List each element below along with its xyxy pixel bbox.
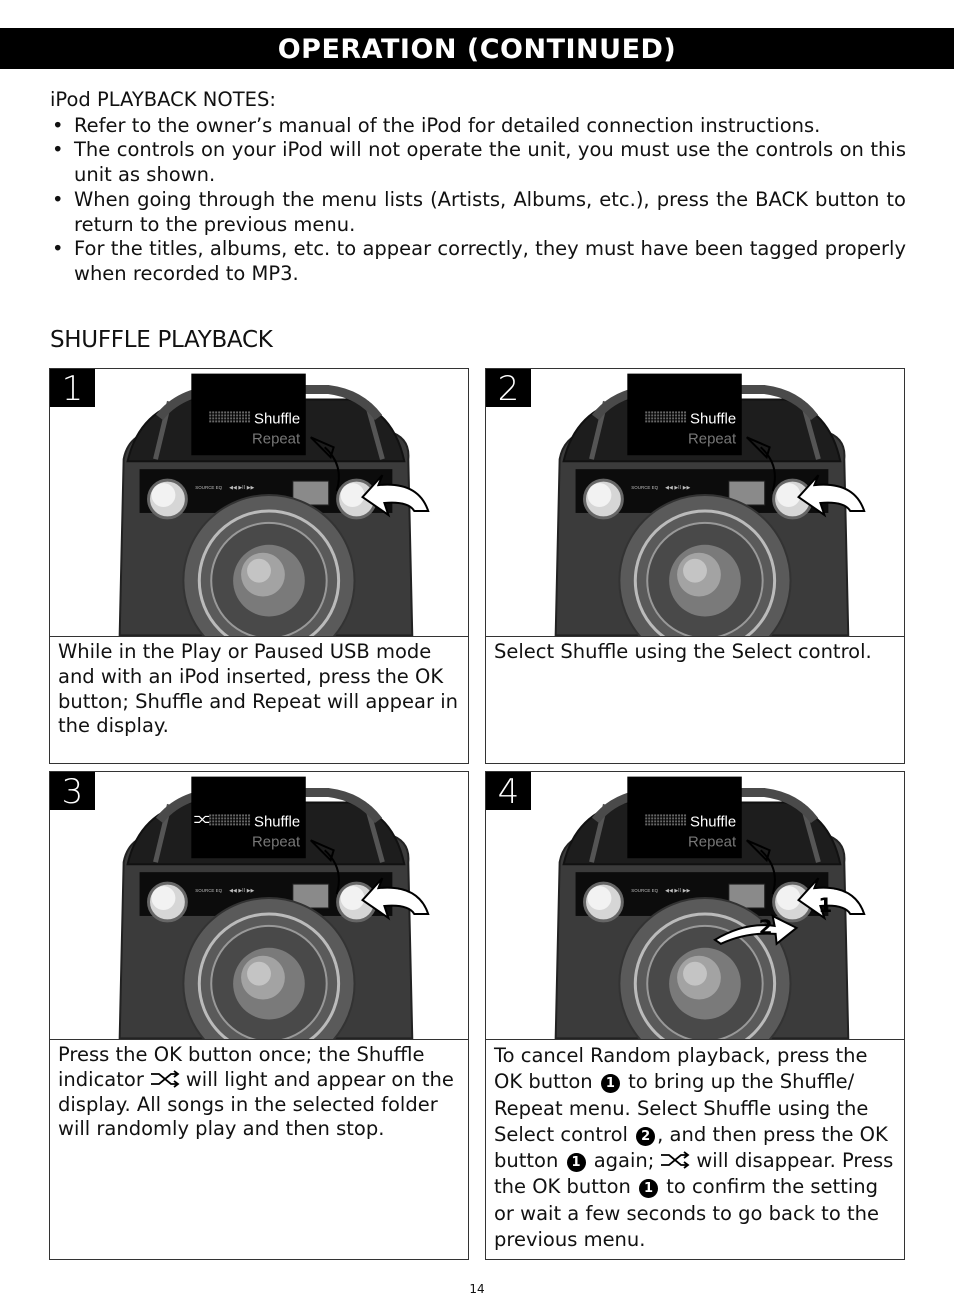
source-eq-label: SOURCE EQ	[631, 485, 658, 490]
shuffle-icon	[661, 1151, 690, 1169]
display-shuffle-text: Shuffle	[254, 410, 300, 427]
step-panel-3: 3 SOURCE EQ ◀◀ ▶II ▶▶ Shuffle Repeat	[49, 771, 469, 1260]
select-control-marker: 2	[636, 1126, 656, 1146]
display-repeat-text: Repeat	[688, 833, 737, 850]
step-panel-4: 4 SOURCE EQ ◀◀ ▶II ▶▶ Shuffle Repeat	[485, 771, 905, 1260]
list-item: For the titles, albums, etc. to appear c…	[50, 237, 906, 286]
svg-text:◀◀ ▶II ▶▶: ◀◀ ▶II ▶▶	[665, 485, 690, 491]
speaker-illustration: SOURCE EQ ◀◀ ▶II ▶▶ Shuffle Repeat	[118, 776, 430, 1039]
header-banner: OPERATION (CONTINUED)	[0, 28, 954, 69]
display-repeat-text: Repeat	[252, 833, 301, 850]
svg-text:◀◀ ▶II ▶▶: ◀◀ ▶II ▶▶	[665, 888, 690, 894]
caption-text: to bring up the Shuffle/ Repeat menu. Se…	[494, 1070, 869, 1146]
page-number: 14	[469, 1282, 485, 1296]
step-number: 1	[50, 369, 95, 409]
turn-arrow-icon	[797, 877, 866, 921]
list-item: The controls on your iPod will not opera…	[50, 138, 906, 187]
caption-text: To cancel Random playback, press the OK …	[494, 1044, 868, 1094]
notes-list: Refer to the owner’s manual of the iPod …	[50, 114, 906, 287]
step-panel-2: 2 SOURCE EQ ◀◀ ▶II ▶▶ Shuffle Repeat	[485, 368, 905, 764]
caption-text: will light and appear on the display. Al…	[58, 1067, 454, 1141]
svg-text:◀◀ ▶II ▶▶: ◀◀ ▶II ▶▶	[229, 888, 254, 894]
source-eq-label: SOURCE EQ	[631, 888, 658, 893]
turn-arrow-icon	[797, 474, 866, 518]
caption-text: Press the OK button once; the Shuffle in…	[58, 1043, 425, 1091]
step-illustration: SOURCE EQ ◀◀ ▶II ▶▶ Shuffle Repeat	[50, 772, 468, 1040]
turn-arrow-icon	[361, 474, 430, 518]
speaker-illustration: SOURCE EQ ◀◀ ▶II ▶▶ Shuffle Repeat	[554, 373, 866, 636]
section-title: SHUFFLE PLAYBACK	[50, 327, 273, 353]
step-caption: Press the OK button once; the Shuffle in…	[58, 1043, 460, 1142]
source-eq-label: SOURCE EQ	[195, 888, 222, 893]
step-illustration: SOURCE EQ ◀◀ ▶II ▶▶ Shuffle Repeat 1 2	[486, 772, 904, 1040]
step-number: 2	[486, 369, 531, 409]
shuffle-indicator-icon	[194, 815, 210, 823]
arrow-label-2: 2	[759, 916, 773, 939]
caption-text: again;	[593, 1149, 655, 1173]
step-illustration: SOURCE EQ ◀◀ ▶II ▶▶ Shuffle Repeat	[486, 369, 904, 637]
step-caption: Select Shuffle using the Select control.	[494, 640, 872, 663]
speaker-illustration: SOURCE EQ ◀◀ ▶II ▶▶ Shuffle Repeat 1 2	[554, 776, 866, 1039]
caption-text: to confirm the setting or wait a few sec…	[494, 1175, 879, 1252]
step-panel-1: 1 SOURCE EQ ◀◀ ▶II ▶▶ Shuffle Repeat	[49, 368, 469, 764]
shuffle-icon	[150, 1070, 180, 1088]
svg-text:◀◀ ▶II ▶▶: ◀◀ ▶II ▶▶	[229, 485, 254, 491]
ok-button-marker: 1	[639, 1179, 659, 1199]
notes-heading: iPod PLAYBACK NOTES:	[50, 88, 276, 111]
arrow-label-1: 1	[818, 894, 832, 917]
display-shuffle-text: Shuffle	[690, 410, 736, 427]
step-illustration: SOURCE EQ ◀◀ ▶II ▶▶ Shuffle Repeat	[50, 369, 468, 637]
speaker-illustration: SOURCE EQ ◀◀ ▶II ▶▶ Shuffle Repeat	[118, 373, 430, 636]
press-arrow-icon	[713, 914, 799, 946]
ipod-playback-notes: iPod PLAYBACK NOTES: Refer to the owner’…	[50, 88, 906, 287]
step-caption: While in the Play or Paused USB mode and…	[58, 640, 458, 738]
ok-button-marker: 1	[566, 1153, 586, 1173]
caption-text: , and then press the OK button	[494, 1122, 888, 1173]
list-item: Refer to the owner’s manual of the iPod …	[50, 114, 906, 139]
page-title: OPERATION (CONTINUED)	[277, 34, 677, 65]
step-number: 3	[50, 772, 95, 812]
display-shuffle-text: Shuffle	[254, 813, 300, 830]
step-caption: To cancel Random playback, press the OK …	[494, 1043, 896, 1253]
display-repeat-text: Repeat	[252, 430, 301, 447]
display-shuffle-text: Shuffle	[690, 813, 736, 830]
source-eq-label: SOURCE EQ	[195, 485, 222, 490]
caption-text: will disappear. Press the OK button	[494, 1149, 894, 1199]
ok-button-marker: 1	[600, 1074, 620, 1094]
step-number: 4	[486, 772, 531, 812]
list-item: When going through the menu lists (Artis…	[50, 188, 906, 237]
turn-arrow-icon	[361, 877, 430, 921]
display-repeat-text: Repeat	[688, 430, 737, 447]
